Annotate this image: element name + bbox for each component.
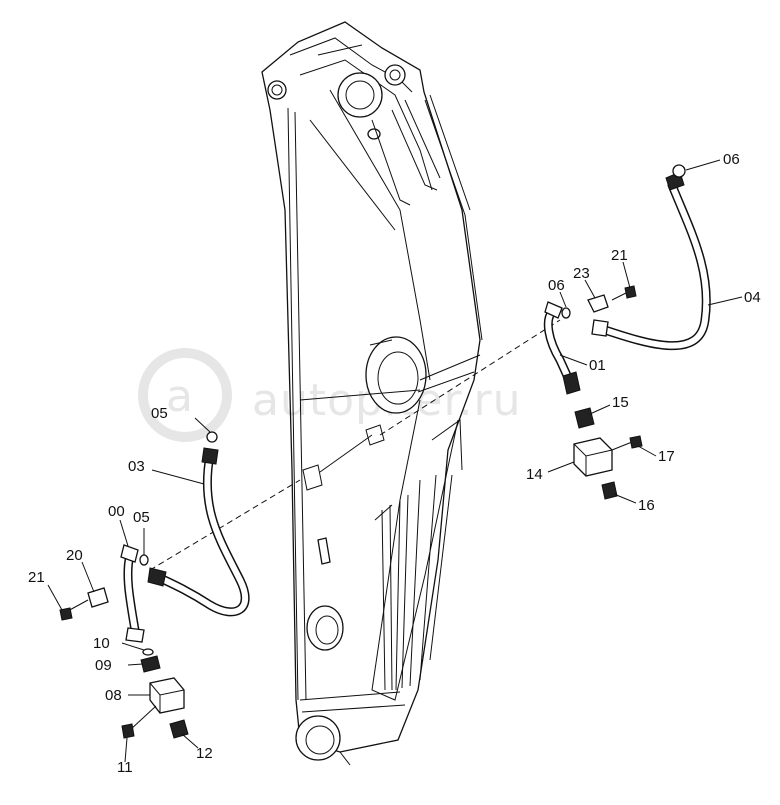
- leader-centerlines: [149, 319, 561, 571]
- label-05-upper: 05: [151, 405, 168, 422]
- label-04: 04: [744, 289, 761, 306]
- label-20: 20: [66, 547, 83, 564]
- part-labels: 06 21 23 06 04 01 15 17 14 16 05 03 00 0…: [28, 151, 761, 776]
- label-06-mid: 06: [548, 277, 565, 294]
- label-08: 08: [105, 687, 122, 704]
- label-17: 17: [658, 448, 675, 465]
- label-21-right: 21: [611, 247, 628, 264]
- label-16: 16: [638, 497, 655, 514]
- label-00: 00: [108, 503, 125, 520]
- watermark-logo-glyph: a: [166, 371, 194, 422]
- label-10: 10: [93, 635, 110, 652]
- label-11: 11: [117, 759, 133, 776]
- left-hose-assembly: [59, 431, 250, 739]
- label-14: 14: [526, 466, 543, 483]
- arm-body: [261, 21, 483, 766]
- leader-lines: [47, 159, 743, 763]
- right-hose-assembly: [543, 164, 711, 500]
- label-09: 09: [95, 657, 112, 674]
- label-01: 01: [589, 357, 606, 374]
- label-23: 23: [573, 265, 590, 282]
- label-03: 03: [128, 458, 145, 475]
- watermark: a autopiter.ru: [138, 348, 521, 442]
- label-15: 15: [612, 394, 629, 411]
- label-21-left: 21: [28, 569, 45, 586]
- label-05-lower: 05: [133, 509, 150, 526]
- label-06-top: 06: [723, 151, 740, 168]
- label-12: 12: [196, 745, 213, 762]
